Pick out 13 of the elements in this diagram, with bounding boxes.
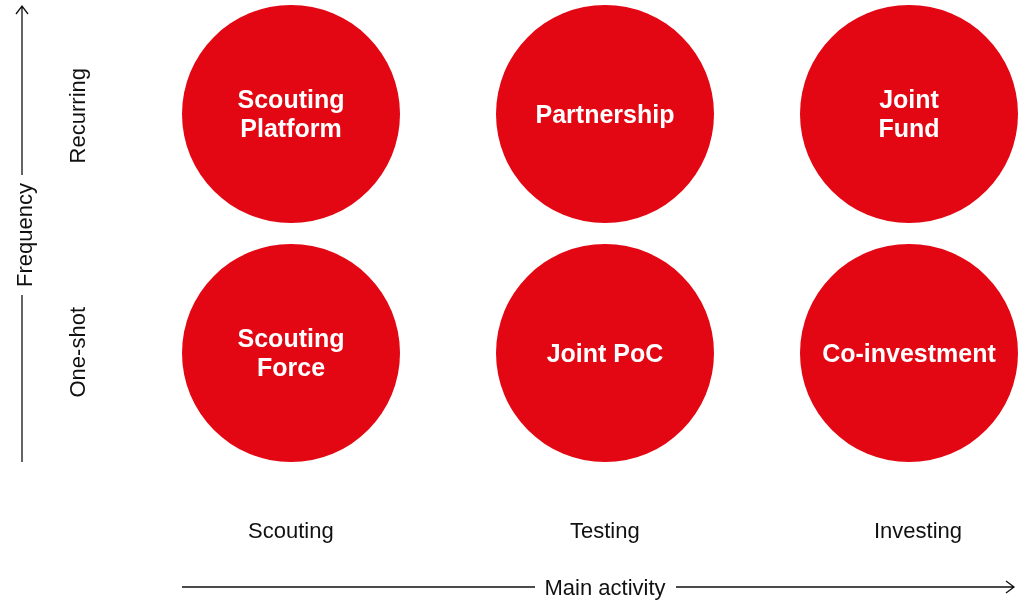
node-label: Partnership: [535, 99, 675, 129]
node-label: Scouting Force: [236, 324, 346, 382]
node-label: Scouting Platform: [236, 85, 346, 143]
column-label: Scouting: [248, 518, 334, 544]
axis-title: Main activity: [544, 575, 666, 601]
row-label: One-shot: [65, 306, 91, 397]
row-label: Recurring: [65, 67, 91, 163]
node-label: Joint Fund: [877, 85, 941, 143]
node-label: Joint PoC: [546, 338, 664, 368]
column-label: Investing: [874, 518, 963, 544]
axis-title: Frequency: [12, 183, 38, 287]
node-label: Co-investment: [822, 338, 996, 368]
column-label: Testing: [570, 518, 640, 544]
